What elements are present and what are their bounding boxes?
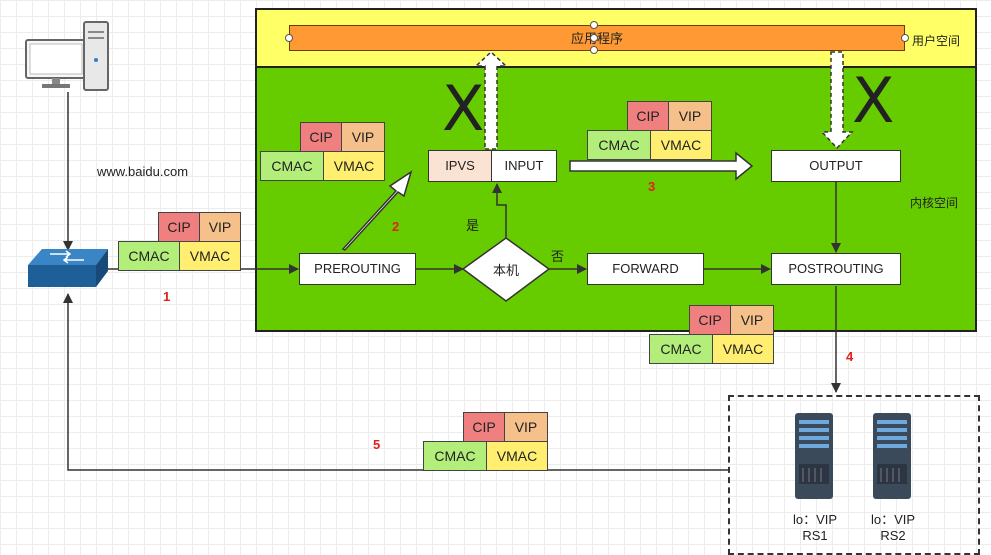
kernel-space-region (255, 66, 977, 332)
packet-vmac-cell: VMAC (650, 130, 712, 160)
packet-cmac-cell: CMAC (423, 441, 487, 471)
step-2-label: 2 (392, 219, 400, 234)
resize-handle-center[interactable] (590, 34, 598, 42)
yes-label: 是 (466, 218, 480, 233)
packet-vip-cell: VIP (341, 122, 385, 152)
packet-vmac-cell: VMAC (179, 241, 241, 271)
packet-vip-cell: VIP (199, 212, 241, 242)
user-space-label: 用户空间 (912, 34, 961, 48)
packet-vip-cell: VIP (730, 305, 774, 335)
blocked-x-mark-output: X (852, 64, 895, 137)
packet-cip-cell: CIP (158, 212, 200, 242)
packet-cip-cell: CIP (300, 122, 342, 152)
resize-handle-bottom[interactable] (590, 46, 598, 54)
blocked-x-mark-input: X (442, 72, 485, 145)
packet-cmac-cell: CMAC (260, 151, 324, 181)
real-server-lo-label: lo：VIP (870, 512, 916, 527)
resize-handle-left[interactable] (285, 34, 293, 42)
no-label: 否 (551, 249, 565, 264)
packet-vmac-cell: VMAC (712, 334, 774, 364)
kernel-space-label: 内核空间 (910, 196, 959, 210)
packet-cmac-cell: CMAC (587, 130, 651, 160)
server-rack-icon[interactable] (872, 412, 912, 500)
ipvs-box[interactable]: IPVS (428, 150, 492, 182)
packet-cip-cell: CIP (627, 101, 669, 131)
local-decision-diamond (461, 237, 551, 302)
arrow-local-to-input (492, 183, 507, 238)
step-5-label: 5 (373, 437, 381, 452)
real-server-name: RS2 (880, 528, 906, 543)
forward-box[interactable]: FORWARD (587, 253, 704, 285)
resize-handle-right[interactable] (901, 34, 909, 42)
packet-cmac-cell: CMAC (118, 241, 180, 271)
server-rack-icon[interactable] (794, 412, 834, 500)
packet-cmac-cell: CMAC (649, 334, 713, 364)
hollow-arrow-to-input (341, 170, 413, 251)
real-server-1-label: lo：VIP RS1 (770, 512, 860, 544)
prerouting-box[interactable]: PREROUTING (299, 253, 416, 285)
packet-vip-cell: VIP (504, 412, 548, 442)
packet-vmac-cell: VMAC (323, 151, 385, 181)
postrouting-box[interactable]: POSTROUTING (771, 253, 901, 285)
network-switch-icon[interactable] (26, 247, 110, 291)
real-server-lo-label: lo：VIP (792, 512, 838, 527)
step-4-label: 4 (846, 349, 854, 364)
resize-handle-top[interactable] (590, 21, 598, 29)
step-1-label: 1 (163, 289, 171, 304)
packet-vip-cell: VIP (668, 101, 712, 131)
client-domain-label: www.baidu.com (97, 164, 189, 179)
step-3-label: 3 (648, 179, 656, 194)
packet-vmac-cell: VMAC (486, 441, 548, 471)
client-computer-icon[interactable] (22, 20, 112, 94)
dashed-arrow-input-to-app (474, 50, 508, 150)
packet-cip-cell: CIP (463, 412, 505, 442)
arrow-servers-to-switch (63, 293, 728, 471)
real-server-name: RS1 (802, 528, 828, 543)
local-decision-label: 本机 (492, 263, 519, 278)
dashed-arrow-app-to-output (820, 51, 854, 150)
hollow-arrow-input-to-output (569, 151, 754, 181)
real-server-2-label: lo：VIP RS2 (848, 512, 938, 544)
input-box[interactable]: INPUT (491, 150, 557, 182)
output-box[interactable]: OUTPUT (771, 150, 901, 182)
packet-cip-cell: CIP (689, 305, 731, 335)
